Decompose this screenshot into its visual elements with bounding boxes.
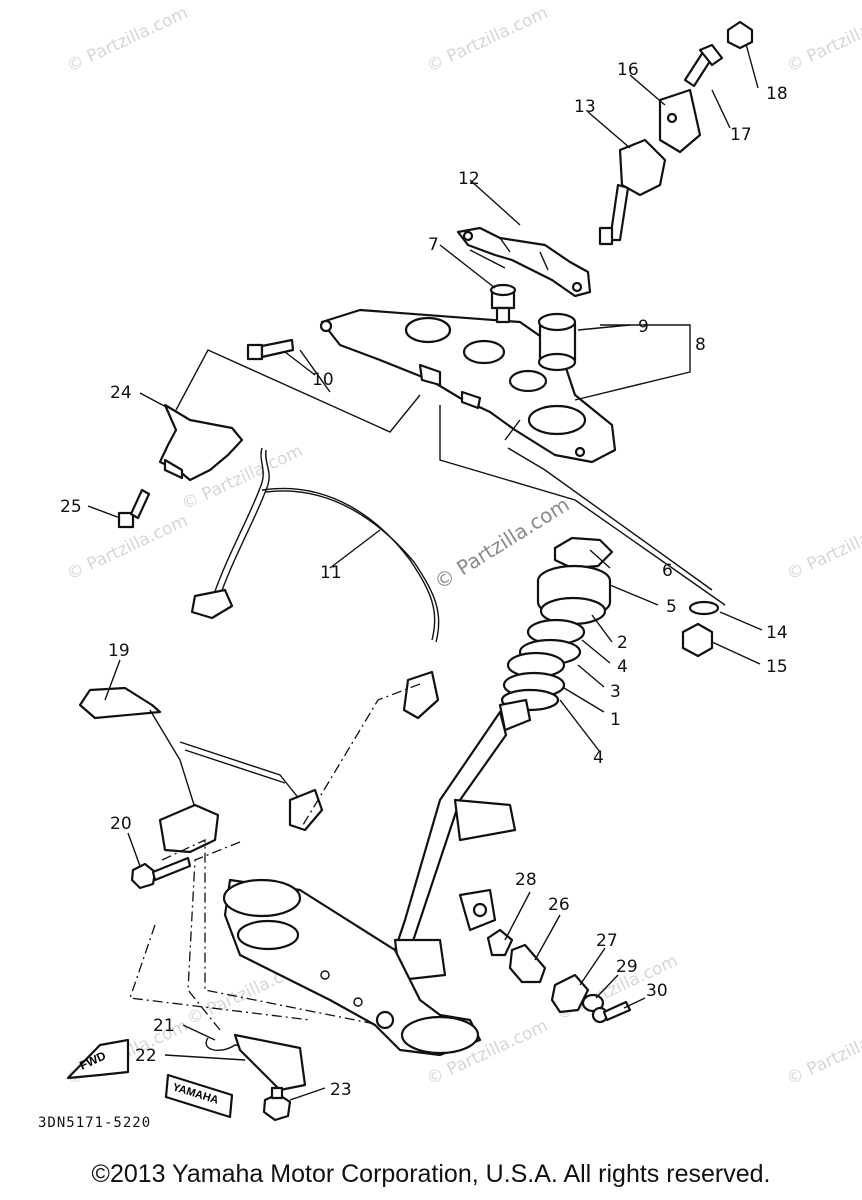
yamaha-emblem[interactable]: YAMAHA bbox=[164, 1073, 234, 1119]
holder-13[interactable] bbox=[598, 138, 667, 246]
callout-10: 10 bbox=[312, 370, 334, 390]
watermark: © Partzilla.com bbox=[424, 3, 551, 77]
callout-16: 16 bbox=[617, 60, 639, 80]
callout-11: 11 bbox=[320, 563, 342, 583]
bracket-24[interactable] bbox=[158, 403, 244, 482]
callout-23: 23 bbox=[330, 1080, 352, 1100]
diagram-code: 3DN5171-5220 bbox=[38, 1115, 151, 1131]
bolt-17[interactable] bbox=[683, 43, 724, 88]
brace-19[interactable] bbox=[78, 686, 324, 854]
callout-6: 6 bbox=[662, 561, 673, 581]
assembly-lines bbox=[129, 683, 421, 1031]
watermark: © Partzilla.com bbox=[784, 511, 862, 585]
callout-13: 13 bbox=[574, 97, 596, 117]
watermarks: © Partzilla.com © Partzilla.com © Partzi… bbox=[64, 3, 862, 1090]
steering-stem[interactable] bbox=[222, 698, 532, 1057]
callout-2: 2 bbox=[617, 633, 628, 653]
bolt-7[interactable] bbox=[489, 283, 517, 324]
callout-15: 15 bbox=[766, 657, 788, 677]
bolt-28[interactable] bbox=[486, 928, 514, 957]
screw-25[interactable] bbox=[117, 488, 151, 529]
callout-1: 1 bbox=[610, 710, 621, 730]
callout-9: 9 bbox=[638, 317, 649, 337]
damper-9[interactable] bbox=[537, 312, 577, 372]
callout-28: 28 bbox=[515, 870, 537, 890]
callout-24: 24 bbox=[110, 383, 132, 403]
nut-18[interactable] bbox=[726, 20, 754, 50]
screw-30[interactable] bbox=[591, 1000, 632, 1024]
callout-25: 25 bbox=[60, 497, 82, 517]
cap-16[interactable] bbox=[658, 88, 702, 154]
callout-26: 26 bbox=[548, 895, 570, 915]
callout-7: 7 bbox=[428, 235, 439, 255]
callout-4: 4 bbox=[593, 748, 604, 768]
callout-22: 22 bbox=[135, 1046, 157, 1066]
bolt-10[interactable] bbox=[246, 338, 295, 361]
callout-30: 30 bbox=[646, 981, 668, 1001]
watermark: © Partzilla.com bbox=[784, 1016, 862, 1090]
callout-4: 4 bbox=[617, 657, 628, 677]
hose-11[interactable] bbox=[190, 447, 440, 720]
nut-15[interactable] bbox=[681, 622, 714, 658]
fwd-arrow[interactable]: FWD bbox=[66, 1038, 130, 1080]
watermark: © Partzilla.com bbox=[784, 3, 862, 77]
callout-leaders bbox=[87, 43, 763, 1101]
bearing-stack[interactable] bbox=[500, 536, 614, 712]
bolt-23[interactable] bbox=[262, 1086, 292, 1122]
callout-18: 18 bbox=[766, 84, 788, 104]
callout-8: 8 bbox=[695, 335, 706, 355]
callout-21: 21 bbox=[153, 1016, 175, 1036]
copyright-notice: ©2013 Yamaha Motor Corporation, U.S.A. A… bbox=[91, 1160, 771, 1188]
callout-12: 12 bbox=[458, 169, 480, 189]
plate-27[interactable] bbox=[550, 973, 590, 1014]
callout-20: 20 bbox=[110, 814, 132, 834]
leader-lines bbox=[175, 249, 726, 606]
clamp-21[interactable] bbox=[205, 1033, 307, 1092]
callout-29: 29 bbox=[616, 957, 638, 977]
watermark: © Partzilla.com bbox=[64, 3, 191, 77]
callout-17: 17 bbox=[730, 125, 752, 145]
bolt-20[interactable] bbox=[130, 856, 192, 890]
guide-26[interactable] bbox=[508, 943, 547, 984]
callout-5: 5 bbox=[666, 597, 677, 617]
plate-12[interactable] bbox=[456, 226, 592, 298]
callout-14: 14 bbox=[766, 623, 788, 643]
callout-3: 3 bbox=[610, 682, 621, 702]
callout-19: 19 bbox=[108, 641, 130, 661]
callout-27: 27 bbox=[596, 931, 618, 951]
washer-14[interactable] bbox=[688, 600, 720, 616]
callout-numbers: 1 2 3 4 4 5 6 7 8 9 10 11 12 13 14 15 16… bbox=[60, 60, 788, 1100]
